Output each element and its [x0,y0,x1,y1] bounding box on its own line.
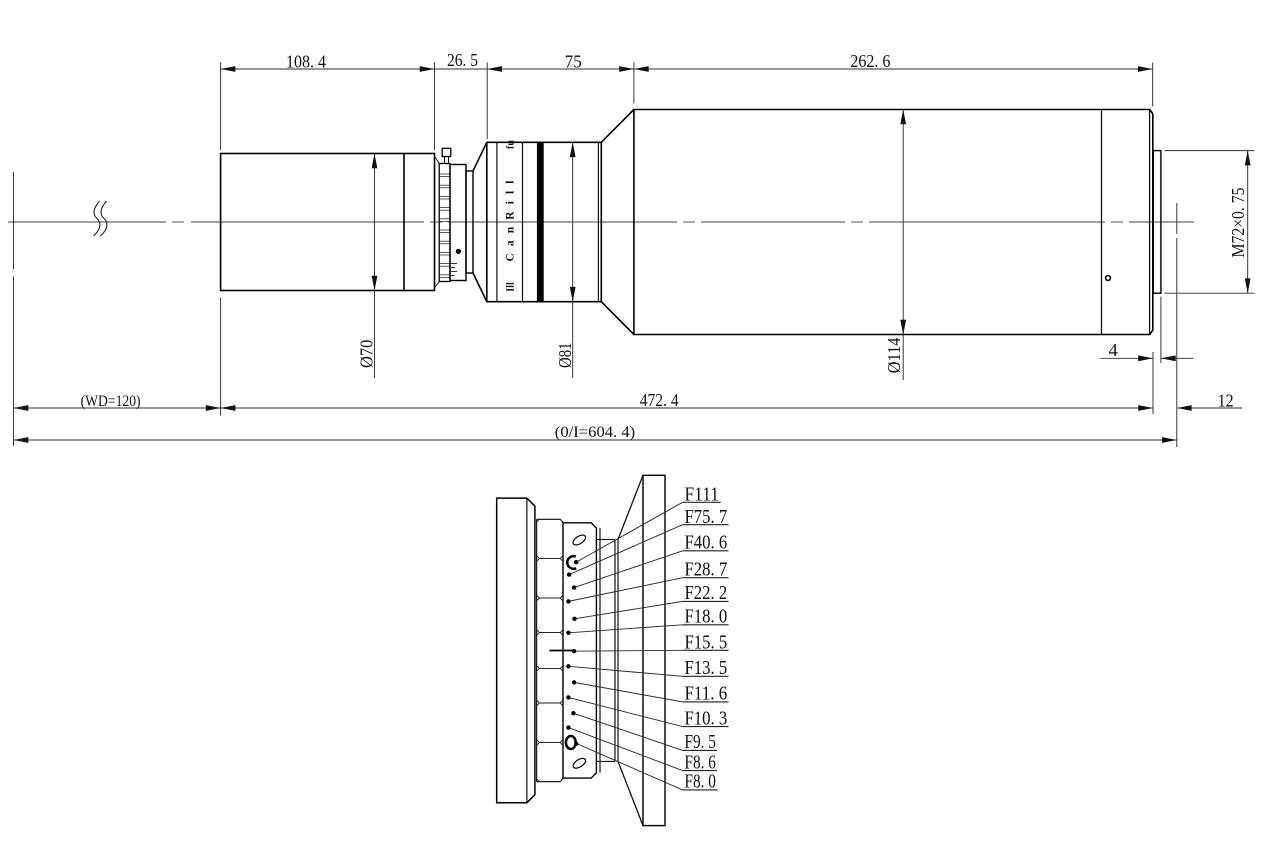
svg-text:F15. 5: F15. 5 [685,633,728,654]
svg-text:108. 4: 108. 4 [286,52,326,72]
svg-text:F11. 6: F11. 6 [685,684,728,705]
svg-text:Ø114: Ø114 [884,337,904,373]
svg-text:F8. 0: F8. 0 [685,772,716,793]
svg-text:F8. 6: F8. 6 [685,752,717,773]
svg-text:(0/I=604. 4): (0/I=604. 4) [555,424,635,441]
svg-text:26. 5: 26. 5 [447,50,478,70]
svg-text:Ø70: Ø70 [356,339,376,368]
svg-text:F111: F111 [685,485,720,506]
svg-text:Ill: Ill [505,282,516,292]
svg-text:472. 4: 472. 4 [640,390,679,410]
svg-text:F40. 6: F40. 6 [685,533,728,554]
svg-text:262. 6: 262. 6 [850,51,890,71]
svg-text:F22. 2: F22. 2 [685,583,728,604]
svg-text:F75. 7: F75. 7 [685,507,728,528]
svg-text:4: 4 [1109,340,1119,360]
svg-text:75: 75 [565,52,582,72]
svg-text:12: 12 [1218,391,1234,411]
svg-text:F28. 7: F28. 7 [685,559,728,580]
svg-text:F10. 3: F10. 3 [685,709,728,730]
svg-text:F18. 0: F18. 0 [685,607,728,628]
svg-text:M72×0. 75: M72×0. 75 [1228,187,1248,257]
svg-text:(WD=120): (WD=120) [81,393,141,410]
svg-text:Ø81: Ø81 [555,342,575,368]
svg-text:F9. 5: F9. 5 [685,732,716,753]
svg-text:fu: fu [505,140,516,149]
svg-text:F13. 5: F13. 5 [685,658,728,679]
